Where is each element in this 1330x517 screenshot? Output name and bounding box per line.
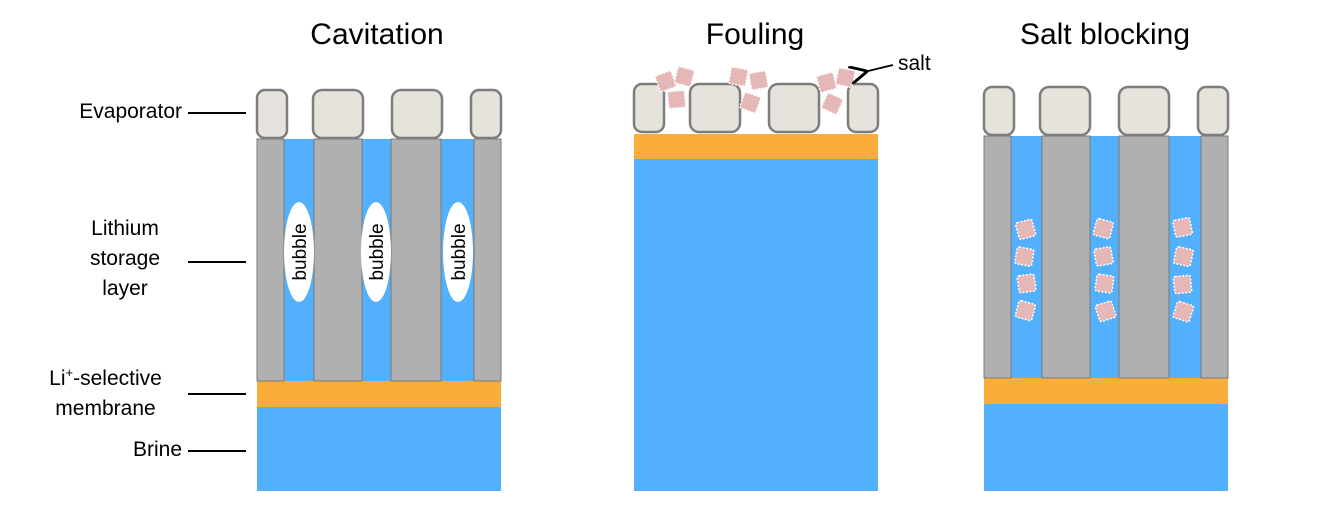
- cavitation-panel: bubble bubble bubble: [255, 88, 503, 491]
- evaporator-particle: [1196, 85, 1230, 137]
- bubble: [361, 202, 391, 302]
- storage-pillar: [313, 138, 363, 382]
- salt-crystal: [1016, 273, 1037, 294]
- storage-pillar: [1041, 135, 1091, 379]
- evaporator-particle: [469, 88, 503, 140]
- storage-pillar: [256, 138, 285, 382]
- evaporator-particle: [688, 82, 742, 134]
- evaporator-layer: [632, 82, 880, 134]
- label-leader-line: [188, 261, 246, 263]
- salt-crystal: [1172, 274, 1193, 295]
- label-leader-line: [188, 450, 246, 452]
- evaporator-particle: [1117, 85, 1171, 137]
- label-line: Lithium: [91, 217, 159, 240]
- salt-crystal: [1172, 300, 1195, 323]
- evaporator-particle: [632, 82, 666, 134]
- salt-label: salt: [898, 52, 931, 75]
- li-selective-membrane: [984, 378, 1228, 404]
- salt-crystal: [1014, 299, 1037, 322]
- salt-crystal: [1092, 217, 1115, 240]
- membrane-li-text: Li: [49, 367, 66, 390]
- storage-pillar: [473, 138, 502, 382]
- salt-crystal: [815, 71, 838, 94]
- evaporator-particle: [846, 82, 880, 134]
- salt-crystal: [1094, 273, 1115, 294]
- brine-layer: [984, 403, 1228, 491]
- fouling-panel: salt: [632, 52, 931, 491]
- title-cavitation: Cavitation: [310, 18, 444, 51]
- salt-crystal: [1093, 246, 1114, 267]
- label-line: storage: [89, 247, 161, 270]
- evaporator-particle: [390, 88, 444, 140]
- brine-layer: [257, 407, 501, 491]
- bubble-label: bubble: [449, 223, 470, 280]
- label-line: membrane: [55, 397, 156, 420]
- label-brine: Brine: [132, 438, 182, 461]
- salt-crystal: [654, 70, 677, 93]
- label-leader-line: [188, 393, 246, 395]
- brine-layer: [634, 158, 878, 491]
- salt-crystals: [654, 65, 856, 116]
- salt-crystal: [1094, 300, 1117, 323]
- salt-crystal: [834, 67, 856, 89]
- label-line: Li+-selective: [18, 364, 193, 394]
- storage-pillar: [1200, 135, 1229, 379]
- storage-pillar: [983, 135, 1012, 379]
- salt-crystal: [1014, 218, 1037, 241]
- label-lithium-storage-layer: Lithium storage layer: [60, 214, 190, 304]
- evaporator-particle: [982, 85, 1016, 137]
- membrane-suffix: -selective: [73, 367, 162, 390]
- label-line: layer: [102, 277, 148, 300]
- bubble: [443, 202, 473, 302]
- bubble: [284, 202, 314, 302]
- label-leader-line: [188, 112, 246, 114]
- label-li-selective-membrane: Li+-selective membrane: [18, 364, 193, 424]
- salt-crystal: [1172, 216, 1194, 238]
- bubble-label: bubble: [367, 223, 388, 280]
- salt-arrow: [864, 64, 894, 72]
- salt-crystal: [739, 91, 762, 114]
- li-selective-membrane: [257, 381, 501, 407]
- evaporator-layer: [982, 85, 1230, 137]
- li-selective-membrane: [634, 134, 878, 159]
- title-salt-blocking: Salt blocking: [1019, 18, 1191, 51]
- salt-blocking-panel: [982, 85, 1230, 491]
- title-fouling: Fouling: [705, 18, 805, 51]
- evaporator-particle: [767, 82, 821, 134]
- salt-crystal: [728, 66, 749, 87]
- salt-crystal: [1014, 246, 1035, 267]
- salt-crystal: [666, 89, 687, 110]
- membrane-charge: +: [65, 365, 74, 380]
- salt-crystal: [820, 92, 844, 116]
- salt-crystal: [673, 65, 696, 88]
- evaporator-particle: [311, 88, 365, 140]
- storage-pillar: [390, 138, 442, 382]
- label-evaporator: Evaporator: [79, 100, 182, 123]
- evaporator-particle: [255, 88, 289, 140]
- bubble-label: bubble: [290, 223, 311, 280]
- evaporator-layer: [255, 88, 503, 140]
- storage-pillar: [1118, 135, 1170, 379]
- salt-crystal: [748, 70, 769, 91]
- salt-crystal: [1172, 246, 1194, 268]
- pore-salt-crystals: [1014, 216, 1195, 323]
- evaporator-particle: [1038, 85, 1092, 137]
